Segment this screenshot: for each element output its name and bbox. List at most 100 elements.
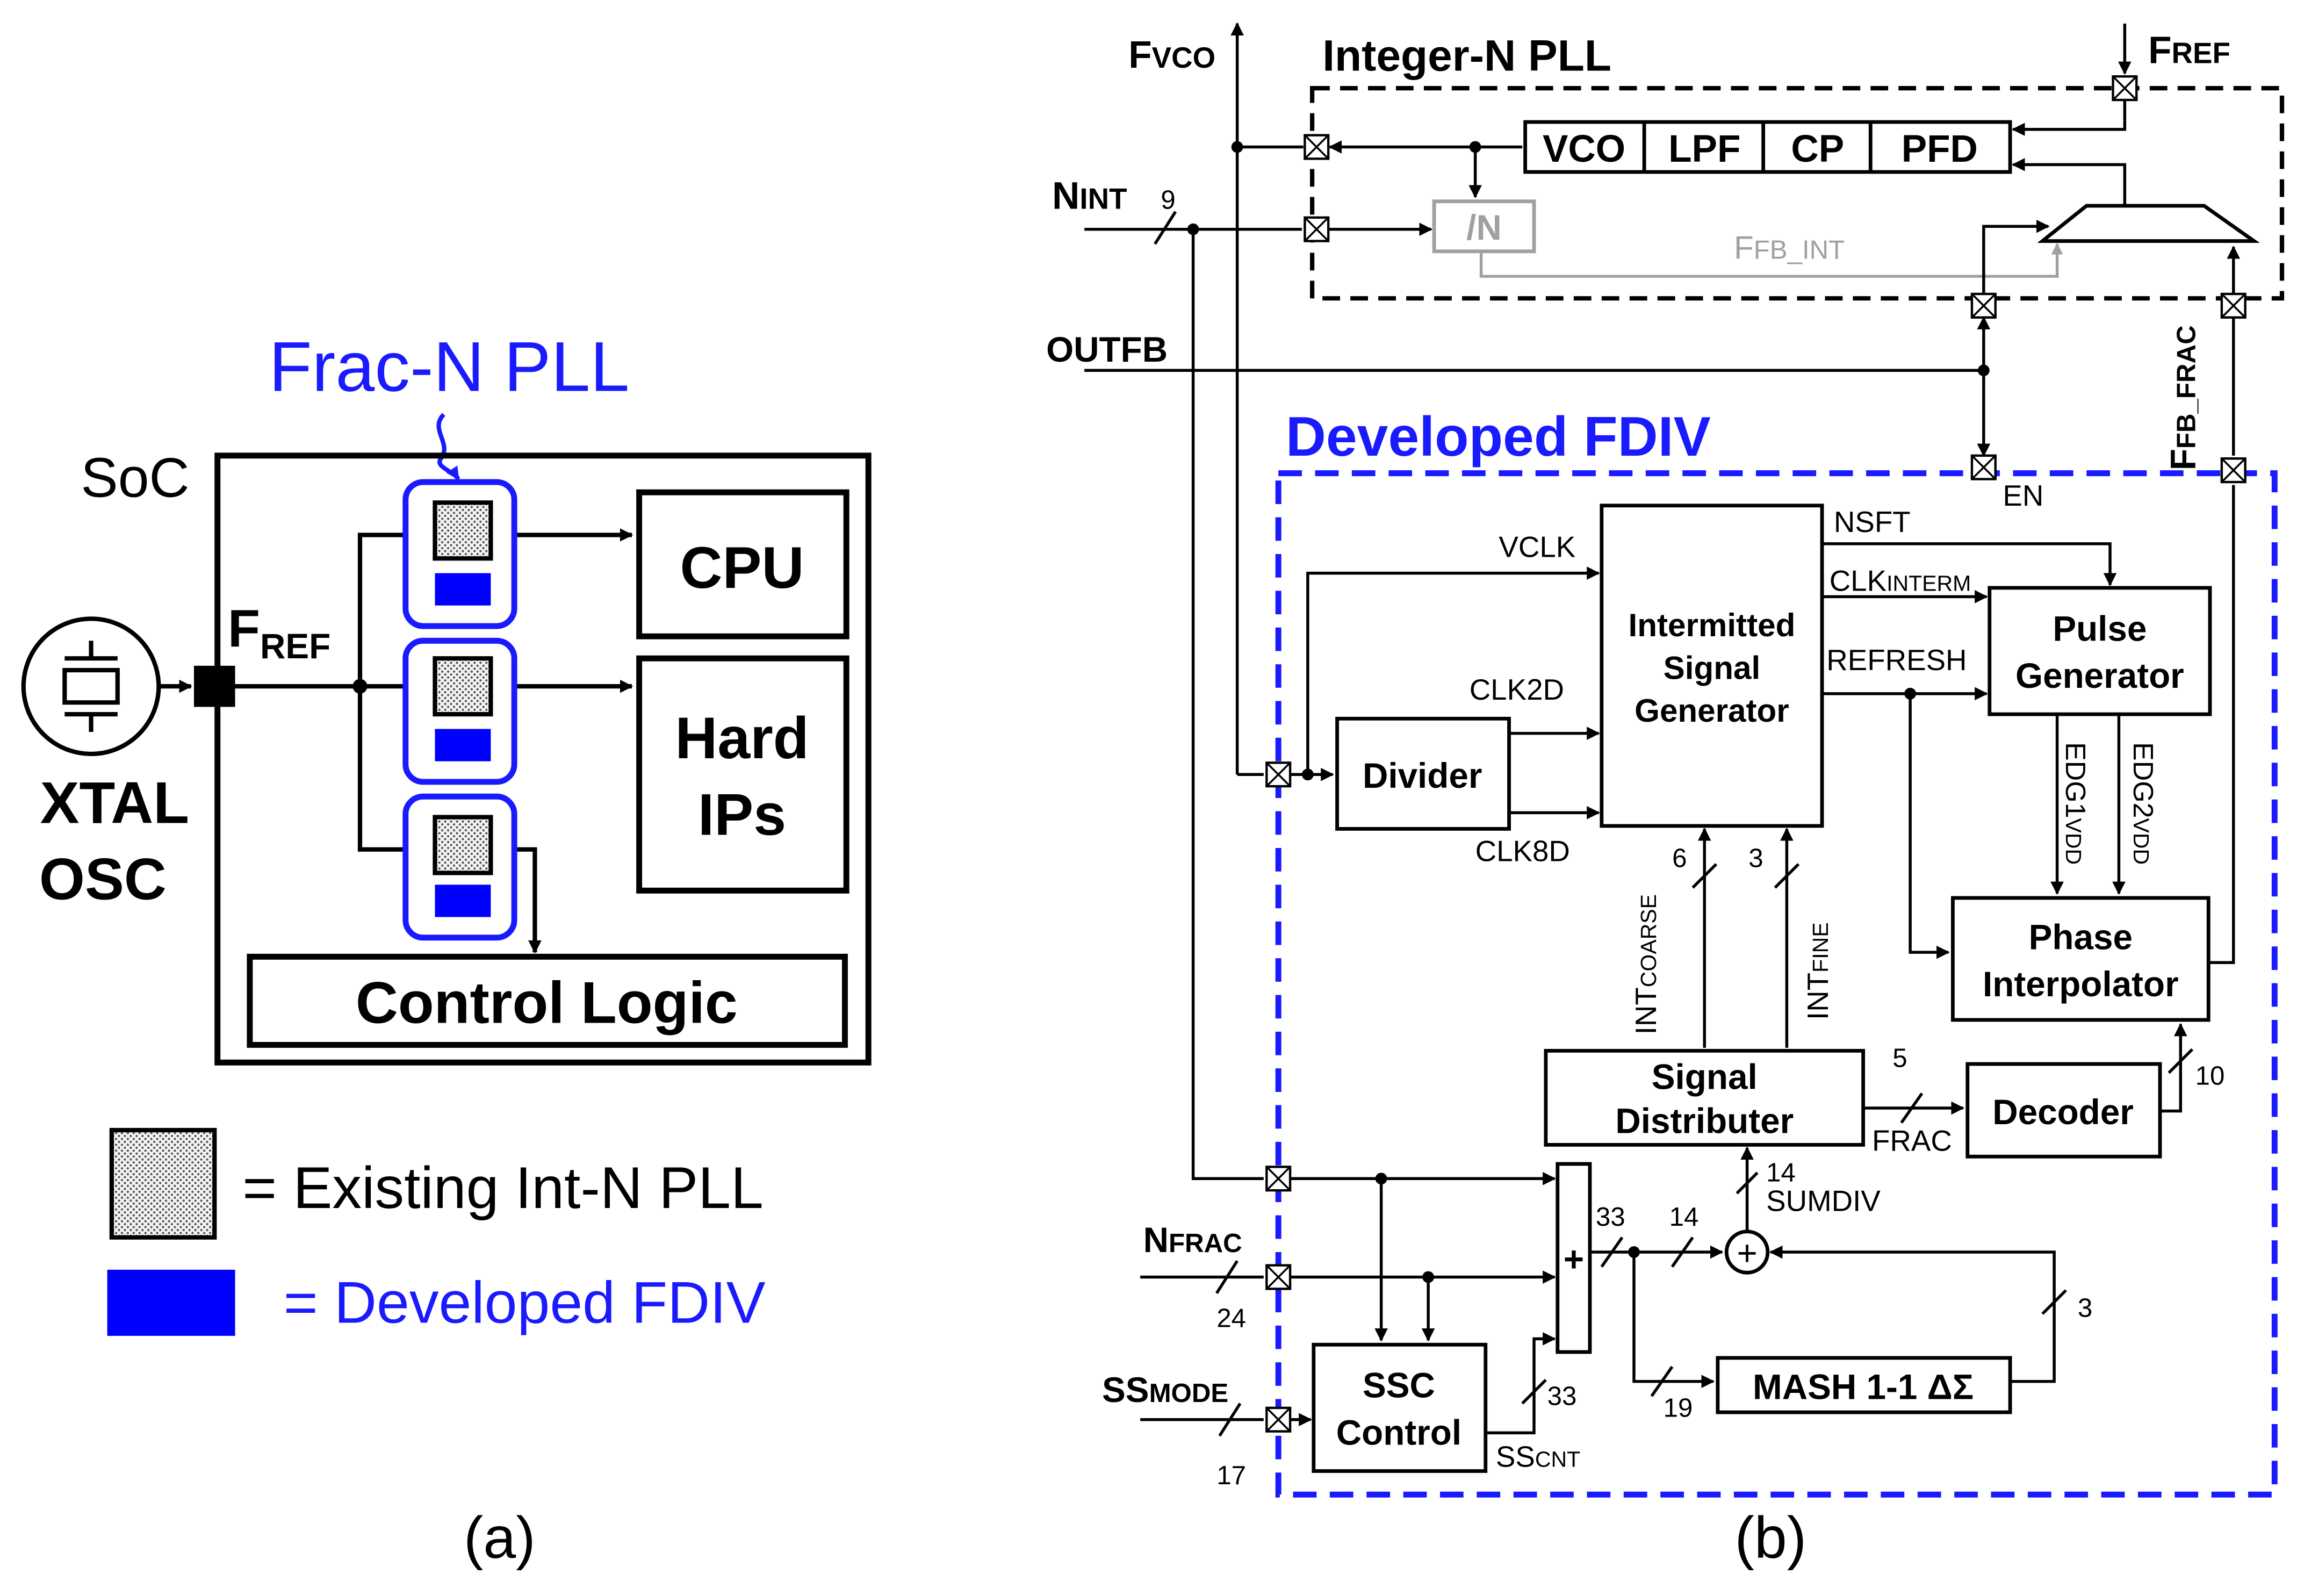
divider-block	[1335, 716, 1511, 831]
legend-existing-swatch	[109, 1127, 217, 1240]
ffb-frac-label: FFB_FRAC	[2164, 325, 2203, 470]
cpu-label: CPU	[680, 535, 804, 601]
hard-ips-line2: IPs	[698, 782, 786, 847]
xtal-label-line1: XTAL	[40, 770, 189, 836]
frac-n-pll-instance-2	[402, 637, 517, 785]
isg-line2: Signal	[1664, 650, 1761, 686]
sd-line1: Signal	[1652, 1057, 1758, 1096]
legend-existing-label: = Existing Int-N PLL	[242, 1155, 764, 1221]
panel-b: Integer-N PLL Developed FDIV FVCO FREF V…	[1046, 22, 2285, 1571]
signal-distributer-block	[1544, 1048, 1866, 1147]
en-label: EN	[2003, 479, 2043, 512]
clk8d-label: CLK8D	[1475, 835, 1570, 868]
frac-n-pll-instance-1	[402, 479, 517, 629]
clk2d-label: CLK2D	[1470, 673, 1564, 706]
pll-core-chain: VCO LPF CP PFD	[1523, 120, 2012, 174]
isg-line1: Intermitted	[1629, 607, 1796, 643]
adder-out-width: 33	[1596, 1202, 1625, 1232]
control-logic-label: Control Logic	[356, 970, 738, 1036]
xtal-icon	[21, 616, 161, 757]
outfb-label: OUTFB	[1046, 330, 1168, 369]
clkinterm-label: CLKINTERM	[1830, 564, 1971, 597]
ssmode-label: SSMODE	[1102, 1370, 1228, 1410]
phase-line1: Phase	[2029, 918, 2133, 957]
frac-n-pll-title: Frac-N PLL	[269, 327, 629, 406]
nsft-label: NSFT	[1834, 505, 1911, 538]
phase-interpolator-block	[1950, 896, 2211, 1022]
refresh-label: REFRESH	[1826, 643, 1967, 677]
ssmode-width: 17	[1216, 1461, 1246, 1490]
pulse-generator-block	[1988, 586, 2212, 716]
to-sum-width: 14	[1669, 1202, 1699, 1232]
int-n-divider	[1432, 199, 1536, 254]
panel-b-caption: (b)	[1734, 1505, 1806, 1571]
mash-width: 3	[2078, 1293, 2092, 1322]
vco-label: VCO	[1543, 128, 1625, 170]
sscnt-label: SSCNT	[1496, 1440, 1580, 1473]
sumdiv-width: 14	[1766, 1158, 1796, 1188]
control-logic-block	[247, 953, 848, 1048]
nint-label: NINT	[1052, 175, 1127, 217]
decoder-label: Decoder	[1992, 1092, 2134, 1132]
nfrac-label: NFRAC	[1143, 1220, 1242, 1260]
decoder-width: 10	[2195, 1061, 2225, 1090]
int-coarse-width: 6	[1672, 844, 1687, 873]
ffb-int-label: FFB_INT	[1734, 229, 1845, 265]
panel-a-caption: (a)	[464, 1505, 536, 1571]
sscnt-width: 33	[1547, 1381, 1577, 1411]
cpu-block	[636, 489, 849, 639]
nfrac-width: 24	[1216, 1303, 1246, 1333]
fvco-label: FVCO	[1128, 34, 1215, 76]
pulse-line1: Pulse	[2053, 609, 2147, 648]
int-coarse-label: INTCOARSE	[1629, 894, 1662, 1034]
cp-label: CP	[1791, 128, 1844, 170]
isg-line3: Generator	[1635, 693, 1789, 729]
mash-in-width: 19	[1664, 1393, 1693, 1422]
phase-line2: Interpolator	[1983, 965, 2179, 1004]
soc-boundary	[214, 452, 872, 1066]
pfd-label: PFD	[1902, 128, 1978, 170]
ssc-line1: SSC	[1363, 1366, 1435, 1405]
frac-width: 5	[1892, 1043, 1907, 1073]
int-n-divider-label: /N	[1466, 208, 1502, 247]
ssc-line2: Control	[1336, 1413, 1461, 1452]
lpf-label: LPF	[1668, 128, 1740, 170]
fdiv-title: Developed FDIV	[1286, 406, 1711, 468]
vclk-label: VCLK	[1499, 530, 1575, 564]
hard-ips-block	[636, 655, 849, 894]
hard-ips-line1: Hard	[675, 706, 809, 771]
integer-pll-title: Integer-N PLL	[1322, 31, 1611, 80]
sd-line2: Distributer	[1615, 1102, 1794, 1141]
sumdiv-label: SUMDIV	[1766, 1184, 1881, 1217]
frac-n-pll-instance-3	[402, 793, 517, 941]
soc-label: SoC	[81, 447, 189, 509]
legend-developed-label: = Developed FDIV	[284, 1270, 766, 1335]
pulse-line2: Generator	[2015, 656, 2184, 695]
sum-plus: +	[1737, 1234, 1757, 1273]
edg1-label: EDG1VDD	[2060, 742, 2091, 865]
edg2-label: EDG2VDD	[2127, 742, 2158, 865]
isg-block	[1600, 504, 1824, 828]
mash-label: MASH 1-1 ΔΣ	[1753, 1367, 1974, 1406]
int-fine-label: INTFINE	[1801, 922, 1834, 1020]
panel-a: Frac-N PLL SoC XTAL OSC FREF	[21, 327, 872, 1571]
ssc-control-block	[1312, 1342, 1488, 1473]
divider-label: Divider	[1363, 756, 1482, 795]
nint-width: 9	[1161, 185, 1175, 214]
frac-n-pointer	[436, 413, 460, 481]
frac-label: FRAC	[1872, 1124, 1952, 1157]
mash-block	[1716, 1356, 2012, 1414]
decoder-block	[1965, 1062, 2162, 1159]
fref-label: FREF	[228, 599, 330, 666]
legend-developed-swatch	[107, 1269, 235, 1336]
integer-pll-boundary	[1309, 86, 2285, 301]
fref-pad	[193, 665, 235, 707]
xtal-label-line2: OSC	[39, 847, 167, 912]
fdiv-boundary	[1275, 470, 2278, 1498]
fref-input-label: FREF	[2148, 30, 2230, 72]
adder-block	[1556, 1162, 1592, 1354]
feedback-mux	[2037, 204, 2260, 243]
int-fine-width: 3	[1748, 844, 1763, 873]
adder-plus: +	[1564, 1240, 1584, 1279]
